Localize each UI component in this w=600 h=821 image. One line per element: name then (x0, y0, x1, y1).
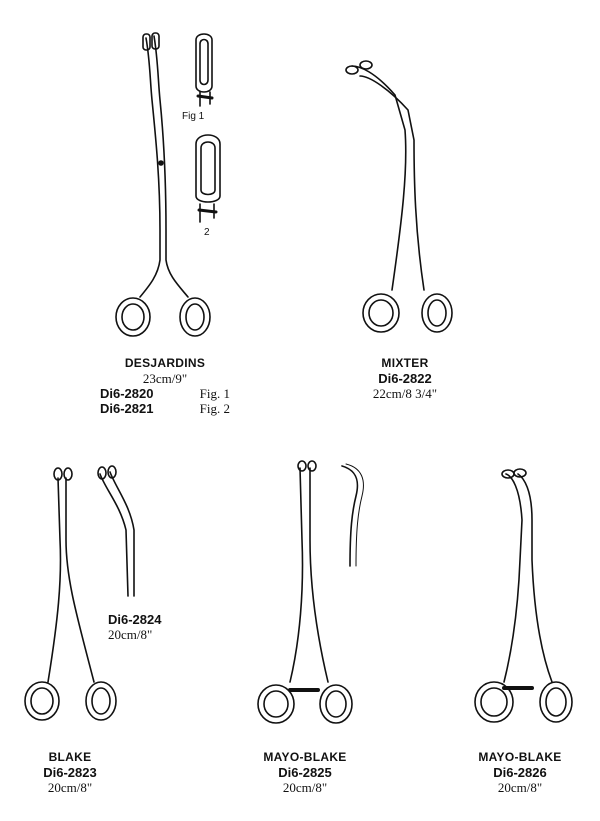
desjardins-fig2-detail (195, 134, 221, 223)
desjardins-variant-2-code: Di6-2821 (100, 401, 154, 416)
mayo-blake-2826-size: 20cm/8" (497, 780, 543, 795)
fig2-label: 2 (204, 227, 210, 238)
blake-2824-code: Di6-2824 (108, 612, 162, 627)
mixter-caption: MIXTER Di6-2822 22cm/8 3/4" (345, 356, 465, 401)
blake-size: 20cm/8" (47, 780, 93, 795)
mayo-blake-2826-forceps-drawing (474, 468, 573, 723)
mixter-name: MIXTER (381, 356, 429, 370)
mixter-forceps-drawing (345, 60, 453, 333)
mixter-code: Di6-2822 (378, 371, 432, 386)
blake-name: BLAKE (48, 750, 92, 764)
mayo-blake-2825-code: Di6-2825 (278, 765, 332, 780)
mayo-blake-2825-caption: MAYO-BLAKE Di6-2825 20cm/8" (250, 750, 360, 795)
desjardins-caption: DESJARDINS 23cm/9" Di6-2820 Fig. 1 Di6-2… (95, 356, 235, 416)
desjardins-variant-1-code: Di6-2820 (100, 386, 154, 401)
mayo-blake-2826-code: Di6-2826 (493, 765, 547, 780)
desjardins-variant-1-fig: Fig. 1 (199, 386, 230, 401)
mayo-blake-2825-name: MAYO-BLAKE (263, 750, 347, 764)
blake-2824-size: 20cm/8" (108, 627, 153, 642)
blake-2824-caption: Di6-2824 20cm/8" (108, 612, 198, 642)
desjardins-name: DESJARDINS (124, 356, 206, 370)
mayo-blake-2825-size: 20cm/8" (282, 780, 328, 795)
desjardins-variant-2: Di6-2821 Fig. 2 (100, 401, 230, 416)
mayo-blake-2826-name: MAYO-BLAKE (478, 750, 562, 764)
desjardins-variant-1: Di6-2820 Fig. 1 (100, 386, 230, 401)
desjardins-forceps-drawing (115, 32, 211, 337)
blake-2824-jaw-detail (97, 465, 135, 597)
mixter-size: 22cm/8 3/4" (372, 386, 438, 401)
mayo-blake-2826-caption: MAYO-BLAKE Di6-2826 20cm/8" (465, 750, 575, 795)
desjardins-fig1-detail (195, 33, 214, 107)
mayo-blake-2825-forceps-drawing (257, 460, 353, 724)
blake-code: Di6-2823 (43, 765, 97, 780)
fig1-label: Fig 1 (182, 111, 205, 122)
desjardins-size: 23cm/9" (142, 371, 188, 386)
mayo-blake-2825-profile (341, 463, 364, 567)
blake-caption: BLAKE Di6-2823 20cm/8" (20, 750, 120, 795)
desjardins-variant-2-fig: Fig. 2 (199, 401, 230, 416)
blake-forceps-drawing (24, 467, 117, 721)
